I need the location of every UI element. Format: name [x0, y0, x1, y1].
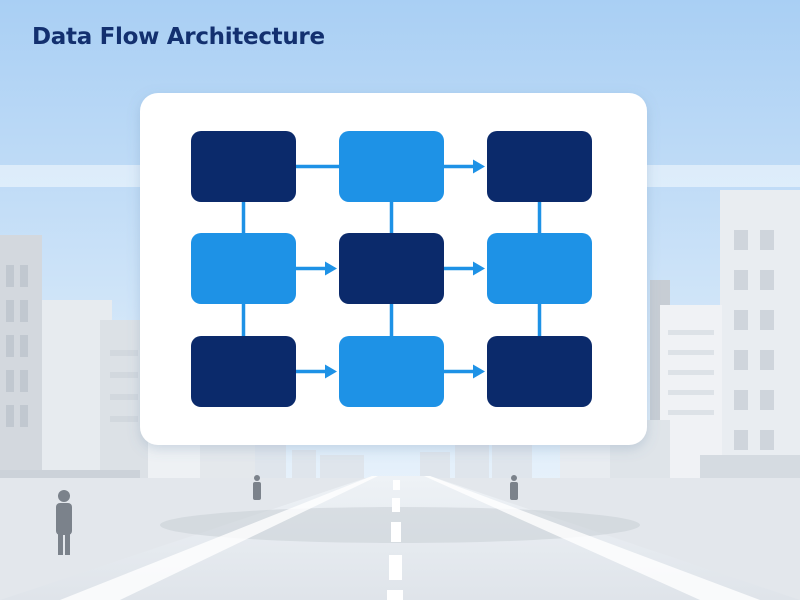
diagram-node-r1-c2	[339, 131, 444, 202]
diagram-node-r2-c1	[191, 233, 296, 304]
diagram-node-r1-c3	[487, 131, 592, 202]
diagram-node-r1-c1	[191, 131, 296, 202]
connector-4	[296, 364, 337, 379]
pedestrian-figures	[56, 475, 518, 555]
diagram-node-r2-c3	[487, 233, 592, 304]
connector-2	[296, 261, 337, 276]
arrow-head-icon	[325, 261, 337, 276]
diagram-node-r3-c2	[339, 336, 444, 407]
connector-3	[444, 261, 485, 276]
arrow-head-icon	[473, 261, 485, 276]
diagram-node-r3-c3	[487, 336, 592, 407]
arrow-head-icon	[473, 364, 485, 379]
diagram-nodes	[191, 131, 592, 407]
page-title: Data Flow Architecture	[32, 24, 325, 50]
diagram-node-r2-c2	[339, 233, 444, 304]
connector-1	[444, 159, 485, 174]
arrow-head-icon	[473, 159, 485, 174]
diagram-node-r3-c1	[191, 336, 296, 407]
arrow-head-icon	[325, 364, 337, 379]
diagram-connectors	[241, 159, 542, 379]
road	[0, 476, 800, 600]
connector-5	[444, 364, 485, 379]
